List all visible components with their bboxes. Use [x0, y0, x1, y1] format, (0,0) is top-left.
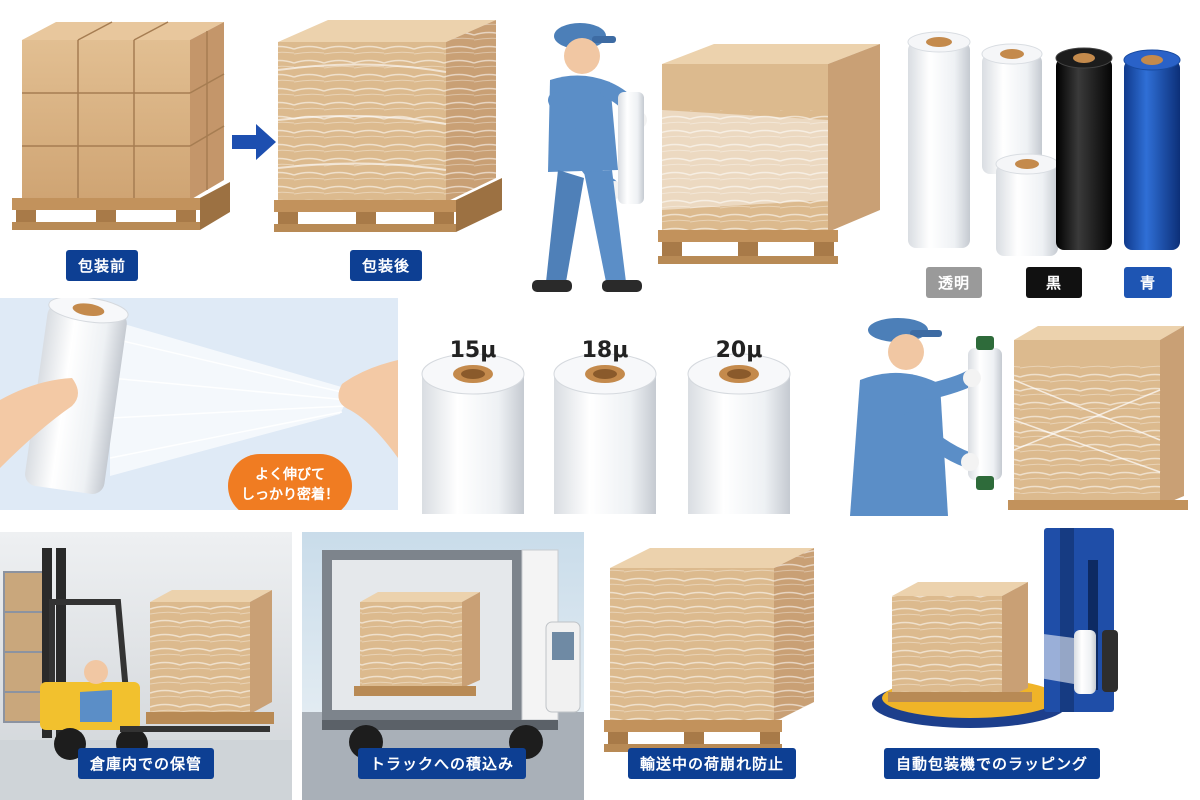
blue-color-tag: 青 [1123, 267, 1173, 298]
prevent-label: 輸送中の荷崩れ防止 [627, 748, 797, 779]
stretch-callout-bubble: よく伸びて しっかり密着！ [228, 454, 352, 510]
panel-stretch-demo: よく伸びて しっかり密着！ [0, 298, 398, 510]
worker-wrapping-illustration [532, 23, 880, 292]
panel-before: 包装前 [0, 0, 240, 290]
worker-hand-wrapping-illustration [850, 318, 1188, 516]
hands-stretching-film-illustration [0, 298, 398, 494]
panel-transport-prevent: 輸送中の荷崩れ防止 [594, 532, 830, 800]
secured-pallet-illustration [604, 548, 814, 752]
panel-warehouse-storage: 倉庫内での保管 [0, 532, 292, 800]
machine-label: 自動包装機でのラッピング [883, 748, 1101, 779]
after-label: 包装後 [349, 250, 423, 281]
truck-label: トラックへの積込み [357, 748, 527, 779]
before-label: 包装前 [65, 250, 139, 281]
pallet-boxes-before-illustration [12, 21, 230, 230]
clear-color-tag: 透明 [925, 267, 983, 298]
panel-hand-wrapping [840, 300, 1200, 516]
thickness-18: 18μ [581, 338, 629, 363]
panel-after: 包装後 [264, 0, 524, 290]
panel-color-rolls: 透明 黒 青 [900, 22, 1190, 302]
truck-loading-illustration [302, 532, 584, 800]
wrapped-pallet-illustration [274, 20, 502, 232]
storage-label: 倉庫内での保管 [77, 748, 215, 779]
auto-wrapping-machine-illustration [872, 528, 1118, 728]
thickness-rolls-illustration [421, 353, 791, 514]
panel-truck-loading: トラックへの積込み [302, 532, 584, 800]
thickness-20: 20μ [715, 338, 763, 363]
color-rolls-illustration [907, 31, 1181, 256]
panel-thickness-rolls [408, 330, 798, 520]
thickness-15: 15μ [449, 338, 497, 363]
black-color-tag: 黒 [1025, 267, 1083, 298]
arrow-right-icon [232, 124, 276, 160]
panel-worker-wrapping [510, 0, 890, 300]
panel-auto-machine: 自動包装機でのラッピング [860, 520, 1200, 800]
